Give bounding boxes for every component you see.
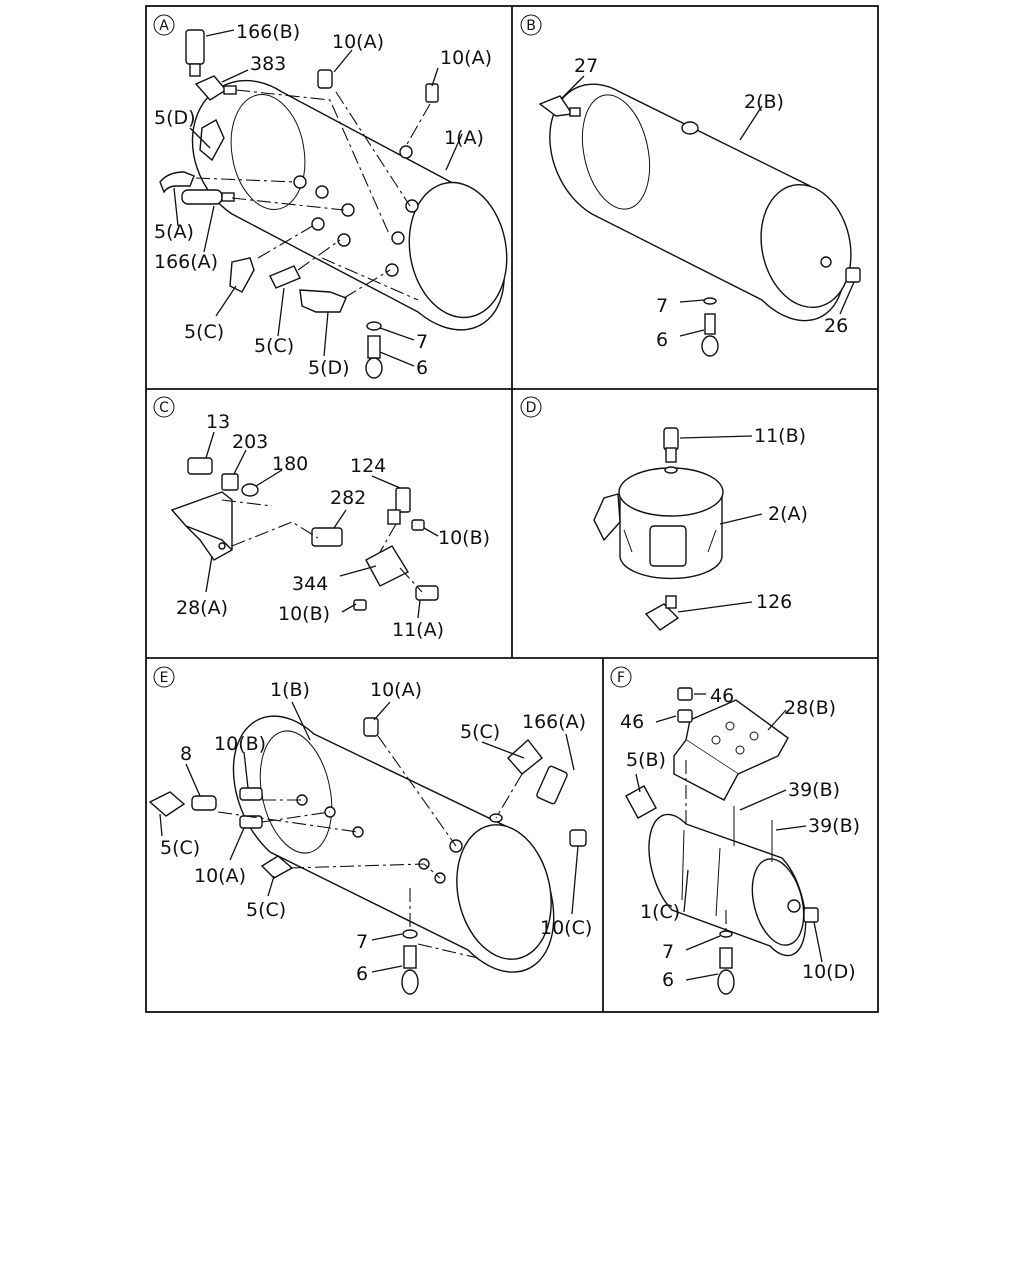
callout-c-9: 10(B) (278, 603, 330, 625)
bracket-28a (170, 491, 233, 561)
callout-a-3: 5(D) (154, 107, 196, 129)
callout-e-9: 5(C) (246, 899, 286, 921)
panel-badge-c: C (153, 396, 175, 418)
panel-f-drawing (625, 687, 819, 995)
callout-c-2: 203 (232, 431, 268, 453)
callout-a-8: 5(D) (308, 357, 350, 379)
fittings-panel-e (148, 717, 587, 995)
fittings-panel-f (625, 687, 819, 995)
panel-badge-d: D (520, 396, 542, 418)
callout-b-3: 7 (656, 295, 668, 317)
callout-c-4: 124 (350, 455, 386, 477)
callout-a-9: 10(A) (332, 31, 384, 53)
air-tank-1b (232, 715, 555, 973)
callout-f-8: 7 (662, 941, 674, 963)
callout-b-2: 2(B) (744, 91, 784, 113)
callout-d-1: 11(B) (754, 425, 806, 447)
air-tank-2a (593, 466, 724, 580)
callout-a-5: 166(A) (154, 251, 218, 273)
callout-c-8: 344 (292, 573, 328, 595)
callout-e-2: 10(A) (370, 679, 422, 701)
callout-a-2: 383 (250, 53, 286, 75)
panel-badge-f: F (610, 666, 632, 688)
fittings-panel-c (187, 457, 439, 611)
callout-a-13: 6 (416, 357, 428, 379)
leader-lines (159, 29, 855, 981)
callout-c-1: 13 (206, 411, 230, 433)
svg-text:E: E (160, 670, 169, 686)
svg-text:D: D (526, 400, 537, 416)
callout-a-10: 10(A) (440, 47, 492, 69)
callout-b-1: 27 (574, 55, 598, 77)
bracket-28b (673, 699, 789, 801)
callout-a-12: 7 (416, 331, 428, 353)
fittings-panel-b (538, 95, 861, 357)
callout-e-10: 10(C) (540, 917, 592, 939)
callout-f-3: 28(B) (784, 697, 836, 719)
svg-text:B: B (526, 18, 536, 34)
callout-a-6: 5(C) (184, 321, 224, 343)
air-tank-1c (648, 806, 807, 957)
panel-badge-a: A (153, 14, 175, 36)
callout-c-3: 180 (272, 453, 308, 475)
panel-c-drawing (170, 457, 439, 611)
callout-a-11: 1(A) (444, 127, 484, 149)
svg-text:A: A (159, 18, 169, 34)
panel-badge-e: E (153, 666, 175, 688)
dash-lines-panel-c (221, 499, 423, 593)
panel-badges: A B C D E F (153, 14, 632, 688)
part-labels: 166(B) 383 5(D) 5(A) 166(A) 5(C) 5(C) 5(… (154, 21, 860, 991)
callout-a-1: 166(B) (236, 21, 300, 43)
callout-f-2: 46 (620, 711, 644, 733)
callout-e-11: 7 (356, 931, 368, 953)
callout-b-5: 26 (824, 315, 848, 337)
panel-e-drawing (148, 715, 587, 995)
callout-f-9: 6 (662, 969, 674, 991)
panel-b-drawing (538, 83, 861, 357)
callout-e-8: 10(A) (194, 865, 246, 887)
callout-c-10: 11(A) (392, 619, 444, 641)
callout-f-1: 46 (710, 685, 734, 707)
panel-d-drawing (593, 427, 724, 631)
callout-f-6: 39(B) (808, 815, 860, 837)
svg-text:F: F (617, 670, 625, 686)
dash-lines-panel-e (217, 735, 523, 959)
callout-d-2: 2(A) (768, 503, 808, 525)
panel-a-drawing (159, 29, 508, 379)
callout-f-10: 10(D) (802, 961, 856, 983)
fittings-panel-d (644, 427, 680, 631)
callout-e-7: 5(C) (160, 837, 200, 859)
callout-d-3: 126 (756, 591, 792, 613)
panel-frames (145, 5, 879, 1013)
callout-f-5: 39(B) (788, 779, 840, 801)
callout-a-7: 5(C) (254, 335, 294, 357)
callout-e-1: 1(B) (270, 679, 310, 701)
air-tank-1a (191, 79, 508, 331)
callout-b-4: 6 (656, 329, 668, 351)
air-tank-2b (549, 83, 852, 322)
callout-e-12: 6 (356, 963, 368, 985)
callout-c-6: 10(B) (438, 527, 490, 549)
callout-c-5: 282 (330, 487, 366, 509)
panel-badge-b: B (520, 14, 542, 36)
callout-e-4: 166(A) (522, 711, 586, 733)
dash-lines-panel-f (685, 760, 727, 930)
dash-lines-panel-a (195, 89, 431, 301)
fittings-panel-a (159, 29, 439, 379)
callout-c-7: 28(A) (176, 597, 228, 619)
svg-text:C: C (159, 400, 169, 416)
callout-e-6: 8 (180, 743, 192, 765)
callout-a-4: 5(A) (154, 221, 194, 243)
callout-e-3: 5(C) (460, 721, 500, 743)
callout-e-5: 10(B) (214, 733, 266, 755)
callout-f-4: 5(B) (626, 749, 666, 771)
callout-f-7: 1(C) (640, 901, 680, 923)
